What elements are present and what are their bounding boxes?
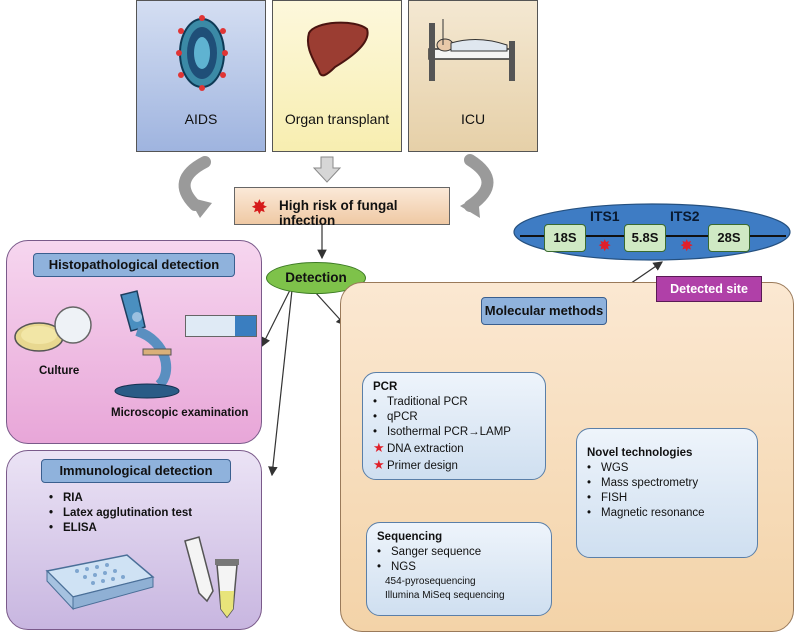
hospital-bed-icon <box>423 15 525 85</box>
risk-card-organ: Organ transplant <box>272 0 402 152</box>
tube-icon <box>177 531 247 621</box>
central-risk-label: High risk of fungal infection <box>279 198 398 228</box>
sequencing-item: NGS <box>377 560 541 575</box>
its2-star-icon: ✸ <box>680 238 694 255</box>
sequencing-subitem: 454-pyrosequencing <box>385 576 476 587</box>
immuno-list: RIA Latex agglutination test ELISA <box>49 491 192 536</box>
central-risk-box: ✸ High risk of fungal infection <box>234 187 450 228</box>
detected-site-label: Detected site <box>670 282 748 296</box>
curved-arrow-right-head <box>460 196 480 218</box>
rrna-segment-18s: 18S <box>544 224 586 252</box>
histo-title: Histopathological detection <box>33 253 235 277</box>
line-detection-immuno <box>268 289 293 477</box>
pcr-item: qPCR <box>373 410 535 425</box>
molecular-title: Molecular methods <box>481 297 607 325</box>
virus-icon <box>175 13 229 93</box>
risk-card-aids: AIDS <box>136 0 266 152</box>
pcr-starred-item: DNA extraction <box>373 440 535 457</box>
novel-box: Novel technologies WGS Mass spectrometry… <box>576 428 758 558</box>
novel-list: WGS Mass spectrometry FISH Magnetic reso… <box>587 461 747 521</box>
line-detection-histo <box>261 289 291 348</box>
culture-label: Culture <box>39 365 80 377</box>
sequencing-list: Sanger sequence NGS 454-pyrosequencing I… <box>377 545 541 603</box>
novel-item: FISH <box>587 491 747 506</box>
immuno-panel: Immunological detection RIA Latex agglut… <box>6 450 262 630</box>
sequencing-subitem: Illumina MiSeq sequencing <box>385 590 505 601</box>
novel-title: Novel technologies <box>587 447 693 459</box>
pcr-starred-item: Primer design <box>373 457 535 474</box>
microplate-icon <box>37 551 157 613</box>
its1-label: ITS1 <box>590 208 620 224</box>
sequencing-box: Sequencing Sanger sequence NGS 454-pyros… <box>366 522 552 616</box>
novel-item: Mass spectrometry <box>587 476 747 491</box>
histo-panel: Histopathological detection Culture Micr… <box>6 240 262 444</box>
detection-label: Detection <box>285 270 347 285</box>
immuno-item: ELISA <box>49 521 192 536</box>
pcr-box: PCR Traditional PCR qPCR Isothermal PCR→… <box>362 372 546 480</box>
risk-label-organ: Organ transplant <box>284 111 390 127</box>
microscopic-label: Microscopic examination <box>111 407 249 419</box>
rrna-segment-5-8s: 5.8S <box>624 224 666 252</box>
risk-card-icu: ICU <box>408 0 538 152</box>
petri-dish-icon <box>13 305 93 361</box>
fungal-burst-icon: ✸ <box>251 197 268 219</box>
curved-arrow-left-head <box>188 197 212 218</box>
pcr-item: Isothermal PCR→LAMP <box>373 425 535 440</box>
sequencing-item: Sanger sequence <box>377 545 541 560</box>
sequencing-title: Sequencing <box>377 531 443 543</box>
curved-arrow-left <box>178 156 211 211</box>
pcr-title: PCR <box>373 381 398 393</box>
microscope-icon <box>107 287 187 399</box>
risk-label-aids: AIDS <box>184 111 218 127</box>
detected-site-tag: Detected site <box>656 276 762 302</box>
immuno-item: Latex agglutination test <box>49 506 192 521</box>
immuno-title: Immunological detection <box>41 459 231 483</box>
risk-label-icu: ICU <box>460 111 486 127</box>
slide-icon <box>185 315 257 337</box>
its1-star-icon: ✸ <box>598 238 612 255</box>
rrna-segment-28s: 28S <box>708 224 750 252</box>
its2-label: ITS2 <box>670 208 700 224</box>
immuno-item: RIA <box>49 491 192 506</box>
pcr-item: Traditional PCR <box>373 395 535 410</box>
liver-icon <box>305 19 371 81</box>
novel-item: Magnetic resonance <box>587 506 747 521</box>
novel-item: WGS <box>587 461 747 476</box>
down-arrow-center <box>312 156 342 183</box>
pcr-list: Traditional PCR qPCR Isothermal PCR→LAMP… <box>373 395 535 474</box>
